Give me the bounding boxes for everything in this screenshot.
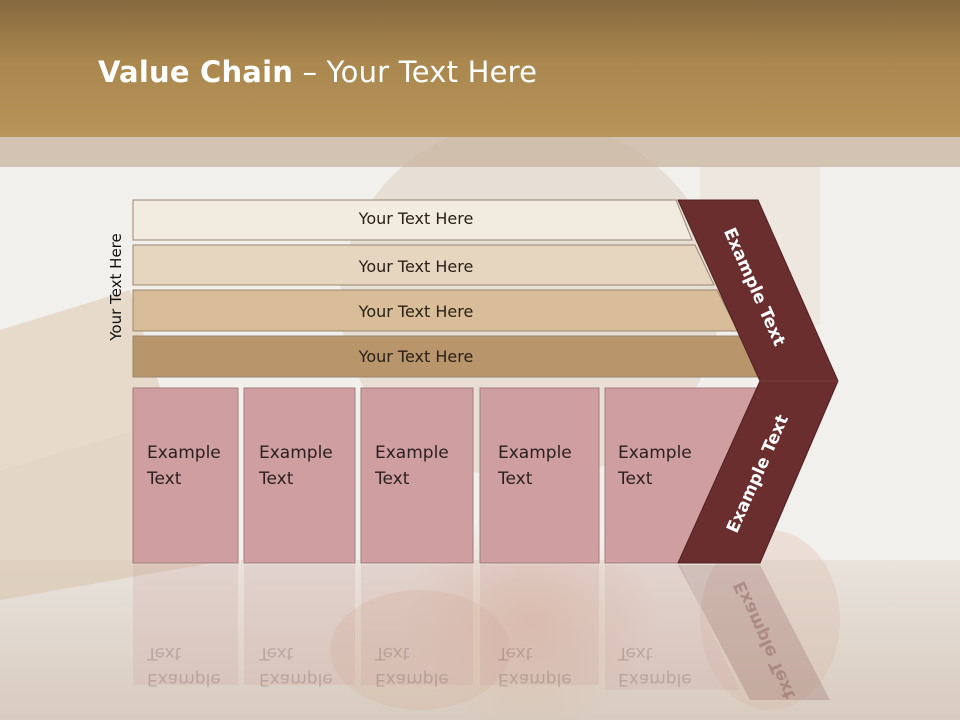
primary-box-1 xyxy=(132,387,239,564)
side-label: Your Text Here xyxy=(107,233,125,341)
support-row-2-label: Your Text Here xyxy=(358,257,474,276)
header-band xyxy=(0,137,960,167)
reflection xyxy=(133,565,740,690)
support-row-2 xyxy=(132,244,715,286)
support-row-3-label: Your Text Here xyxy=(358,302,474,321)
support-row-1-label: Your Text Here xyxy=(358,209,474,228)
support-row-1 xyxy=(132,199,693,241)
header-bar xyxy=(0,0,960,137)
chevron-reflection xyxy=(678,565,830,700)
primary-box-2 xyxy=(243,387,356,564)
primary-box-3 xyxy=(360,387,474,564)
title-bold: Value Chain xyxy=(98,55,294,89)
page-title: Value Chain – Your Text Here xyxy=(98,55,537,89)
title-rest: – Your Text Here xyxy=(293,55,538,89)
support-row-4-label: Your Text Here xyxy=(358,347,474,366)
primary-box-4 xyxy=(479,387,600,564)
